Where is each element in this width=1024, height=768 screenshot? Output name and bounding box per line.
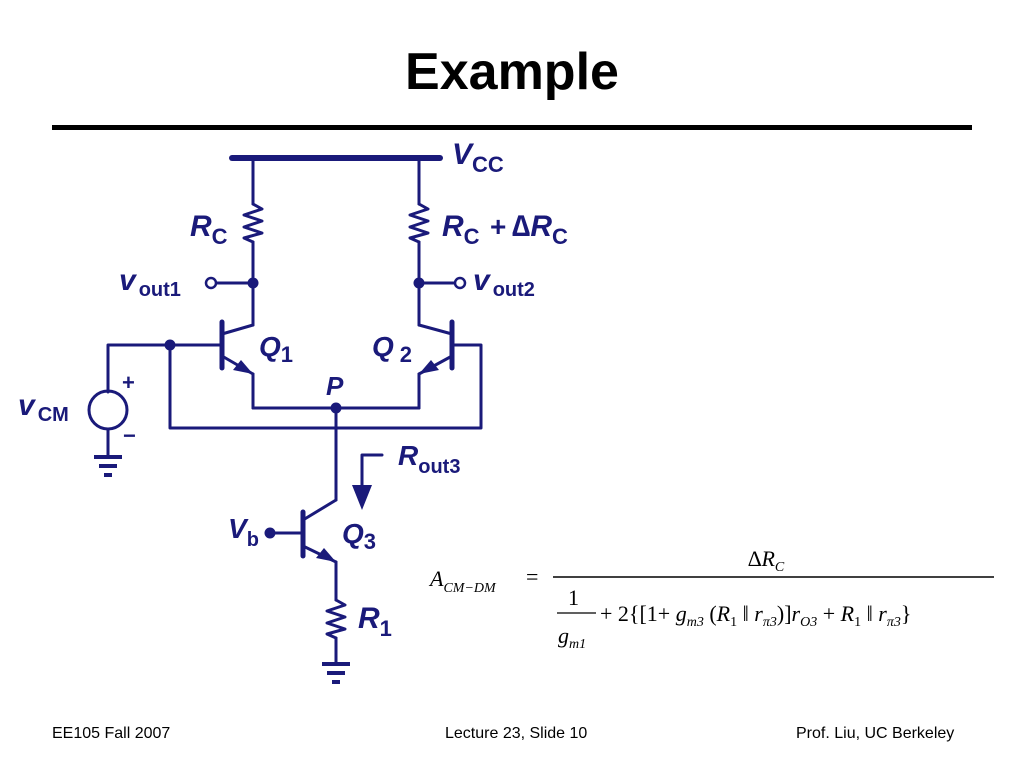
ground-r1-1 xyxy=(322,662,350,666)
q3-collector-lead xyxy=(301,498,338,522)
q3-emitter-arrow xyxy=(316,548,336,562)
r1-label: R1 xyxy=(358,602,392,641)
vcm-plus-sign: + xyxy=(122,370,135,395)
vcc-label: VCC xyxy=(452,138,504,177)
ground-r1-2 xyxy=(327,671,345,675)
equation-numerator: ∆RC xyxy=(748,546,785,575)
slide-title: Example xyxy=(405,43,619,101)
ground-vcm-1 xyxy=(94,455,122,459)
vcm-source xyxy=(87,389,129,431)
node-vout1 xyxy=(247,277,259,289)
ground-vcm-3 xyxy=(104,473,112,477)
vcm-minus-sign: − xyxy=(123,423,136,448)
q2-collector-lead xyxy=(417,323,454,336)
q1-collector-lead xyxy=(220,323,255,336)
gain-equation: ACM−DM = ∆RC 1 gm1 + 2{[1+ gm3 (R1 ‖ rπ3… xyxy=(428,546,994,652)
rc2-plus-label: + xyxy=(490,211,506,242)
equation-lhs: ACM−DM xyxy=(428,566,497,596)
ground-vcm-2 xyxy=(99,464,117,468)
rout3-arrow-shaft xyxy=(360,453,384,490)
r1-resistor xyxy=(325,598,347,640)
footer-course: EE105 Fall 2007 xyxy=(52,725,171,742)
footer-slide-number: Lecture 23, Slide 10 xyxy=(445,725,588,742)
node-vb xyxy=(264,527,276,539)
q1-label: Q1 xyxy=(259,331,293,367)
title-underline xyxy=(52,125,972,130)
rout3-label: Rout3 xyxy=(398,440,460,478)
node-p xyxy=(330,402,342,414)
node-p-label: P xyxy=(326,371,344,401)
footer-author: Prof. Liu, UC Berkeley xyxy=(796,725,955,742)
vb-label: Vb xyxy=(228,513,259,551)
q1-emitter-arrow xyxy=(233,360,253,374)
rc1-label: RC xyxy=(190,210,228,249)
equation-den-one: 1 xyxy=(568,585,579,610)
rout3-arrow-head xyxy=(352,485,372,510)
rc2-delta-label: ∆RC xyxy=(512,210,568,249)
vcm-top-wire xyxy=(106,343,172,394)
equation-denominator: + 2{[1+ gm3 (R1 ‖ rπ3)]rO3 + R1 ‖ rπ3} xyxy=(600,601,911,630)
q3-label: Q3 xyxy=(342,518,376,554)
node-q1-base xyxy=(164,339,176,351)
q2-emitter-arrow xyxy=(419,360,439,374)
rc2-label: RC xyxy=(442,210,480,249)
q2-base-wire xyxy=(168,343,483,430)
vout2-terminal xyxy=(453,276,467,290)
ground-r1-3 xyxy=(332,680,340,684)
node-vout2 xyxy=(413,277,425,289)
rc2-resistor xyxy=(408,202,430,244)
rc1-resistor xyxy=(242,202,264,244)
equation-den-gm1: gm1 xyxy=(558,623,586,652)
equation-equals: = xyxy=(526,564,538,589)
vout1-terminal xyxy=(204,276,218,290)
